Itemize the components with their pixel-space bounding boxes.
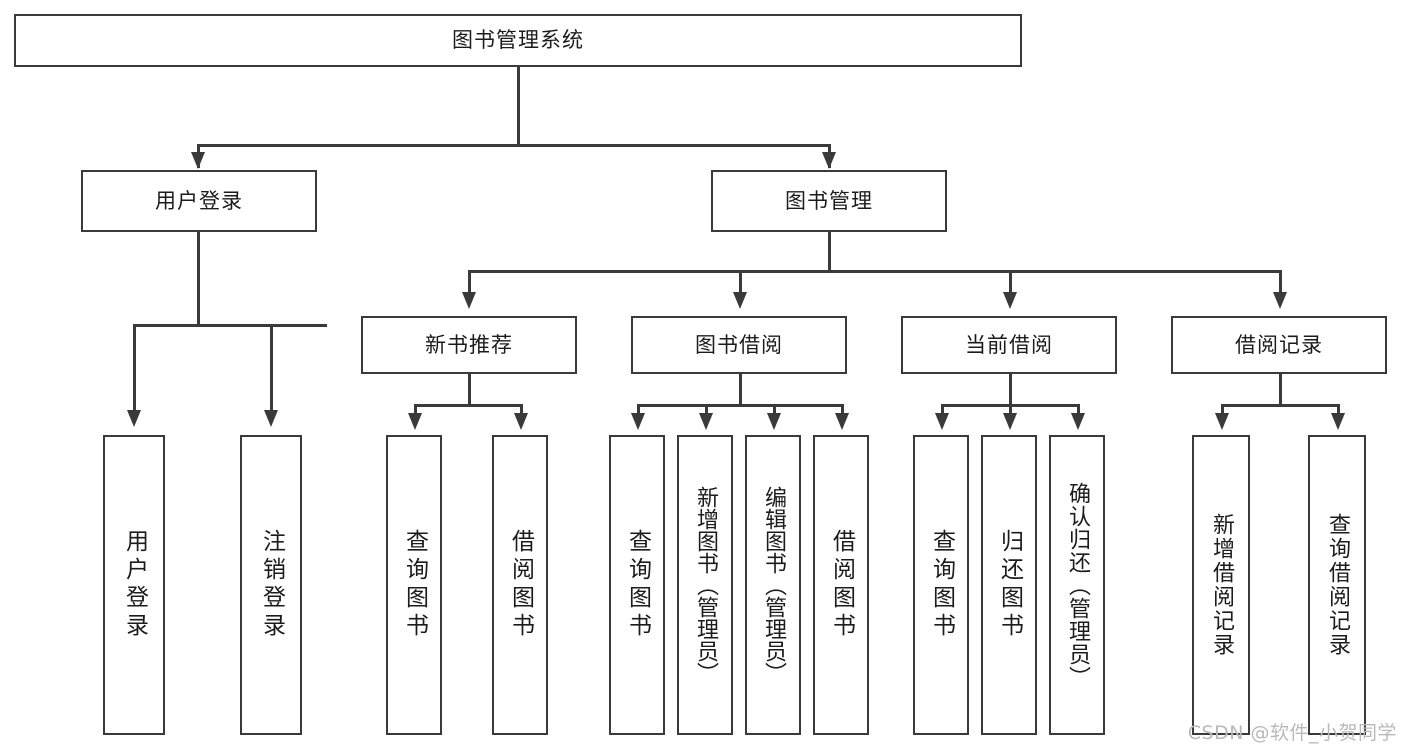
node-label: 注销登录 bbox=[258, 529, 285, 641]
leaf-nb-query-book[interactable]: 查询图书 bbox=[386, 435, 442, 735]
connector-book-borrow-bus bbox=[637, 404, 843, 407]
arrow-book-borrow bbox=[733, 292, 747, 309]
leaf-bb-add-book[interactable]: 新增图书（管理员） bbox=[677, 435, 733, 735]
arrow-current-borrow bbox=[1003, 292, 1017, 309]
node-new-book-recommend[interactable]: 新书推荐 bbox=[361, 316, 577, 374]
connector-user-login-stem bbox=[197, 232, 200, 326]
connector-new-book-stem bbox=[468, 374, 471, 406]
connector-borrow-record-bus bbox=[1221, 404, 1339, 407]
connector-drop-new-book bbox=[468, 270, 471, 297]
leaf-br-query-record[interactable]: 查询借阅记录 bbox=[1308, 435, 1366, 735]
node-book-borrow[interactable]: 图书借阅 bbox=[631, 316, 847, 374]
connector-book-mgmt-stem bbox=[828, 232, 831, 272]
node-label: 归还图书 bbox=[996, 529, 1023, 641]
arrow-user-login bbox=[191, 152, 205, 169]
arrow-bb-2 bbox=[699, 413, 713, 430]
connector-new-book-bus bbox=[414, 404, 522, 407]
leaf-bb-edit-book[interactable]: 编辑图书（管理员） bbox=[745, 435, 801, 735]
node-label: 确认归还（管理员） bbox=[1065, 481, 1090, 689]
node-label: 新增借阅记录 bbox=[1209, 513, 1234, 657]
connector-level1-bus bbox=[197, 144, 830, 147]
leaf-cb-return-book[interactable]: 归还图书 bbox=[981, 435, 1037, 735]
arrow-leaf-user-login bbox=[127, 410, 141, 427]
connector-current-borrow-stem bbox=[1009, 374, 1012, 406]
connector-user-login-bus bbox=[133, 324, 327, 327]
arrow-new-book bbox=[462, 292, 476, 309]
node-label: 用户登录 bbox=[121, 529, 148, 641]
node-label: 借阅图书 bbox=[828, 529, 855, 641]
connector-drop-current-borrow bbox=[1009, 270, 1012, 297]
connector-book-borrow-stem bbox=[739, 374, 742, 406]
leaf-bb-borrow-book[interactable]: 借阅图书 bbox=[813, 435, 869, 735]
node-label: 图书管理系统 bbox=[452, 28, 584, 53]
node-user-login[interactable]: 用户登录 bbox=[81, 170, 317, 232]
node-label: 用户登录 bbox=[155, 188, 243, 213]
connector-drop-book-borrow bbox=[739, 270, 742, 297]
node-root-system[interactable]: 图书管理系统 bbox=[14, 14, 1022, 67]
arrow-leaf-logout bbox=[264, 410, 278, 427]
node-label: 查询借阅记录 bbox=[1325, 513, 1350, 657]
leaf-cb-confirm-return[interactable]: 确认归还（管理员） bbox=[1049, 435, 1105, 735]
node-label: 借阅图书 bbox=[507, 529, 534, 641]
node-label: 新增图书（管理员） bbox=[693, 486, 718, 684]
node-book-management[interactable]: 图书管理 bbox=[711, 170, 947, 232]
arrow-cb-1 bbox=[935, 413, 949, 430]
arrow-nb-2 bbox=[514, 413, 528, 430]
node-label: 新书推荐 bbox=[425, 332, 513, 357]
node-label: 查询图书 bbox=[928, 529, 955, 641]
arrow-bb-3 bbox=[767, 413, 781, 430]
leaf-user-login[interactable]: 用户登录 bbox=[103, 435, 165, 735]
arrow-bb-1 bbox=[631, 413, 645, 430]
node-borrow-record[interactable]: 借阅记录 bbox=[1171, 316, 1387, 374]
arrow-cb-2 bbox=[1003, 413, 1017, 430]
node-label: 图书管理 bbox=[785, 188, 873, 213]
node-label: 图书借阅 bbox=[695, 332, 783, 357]
watermark-text: CSDN @软件_小贺同学 bbox=[1187, 722, 1397, 744]
connector-drop-borrow-record bbox=[1279, 270, 1282, 297]
arrow-borrow-record bbox=[1273, 292, 1287, 309]
node-label: 借阅记录 bbox=[1235, 332, 1323, 357]
node-label: 查询图书 bbox=[401, 529, 428, 641]
leaf-cb-query-book[interactable]: 查询图书 bbox=[913, 435, 969, 735]
arrow-br-2 bbox=[1331, 413, 1345, 430]
node-current-borrow[interactable]: 当前借阅 bbox=[901, 316, 1117, 374]
arrow-book-mgmt bbox=[822, 152, 836, 169]
connector-drop-leaf-logout bbox=[270, 324, 273, 414]
leaf-logout[interactable]: 注销登录 bbox=[240, 435, 302, 735]
node-label: 当前借阅 bbox=[965, 332, 1053, 357]
connector-drop-leaf-user-login bbox=[133, 324, 136, 414]
arrow-nb-1 bbox=[408, 413, 422, 430]
node-label: 查询图书 bbox=[624, 529, 651, 641]
leaf-bb-query-book[interactable]: 查询图书 bbox=[609, 435, 665, 735]
node-label: 编辑图书（管理员） bbox=[761, 486, 786, 684]
connector-level3-bus bbox=[468, 270, 1280, 273]
leaf-br-add-record[interactable]: 新增借阅记录 bbox=[1192, 435, 1250, 735]
arrow-cb-3 bbox=[1071, 413, 1085, 430]
arrow-bb-4 bbox=[835, 413, 849, 430]
arrow-br-1 bbox=[1215, 413, 1229, 430]
connector-root-stem bbox=[517, 67, 520, 145]
connector-borrow-record-stem bbox=[1279, 374, 1282, 406]
leaf-nb-borrow-book[interactable]: 借阅图书 bbox=[492, 435, 548, 735]
